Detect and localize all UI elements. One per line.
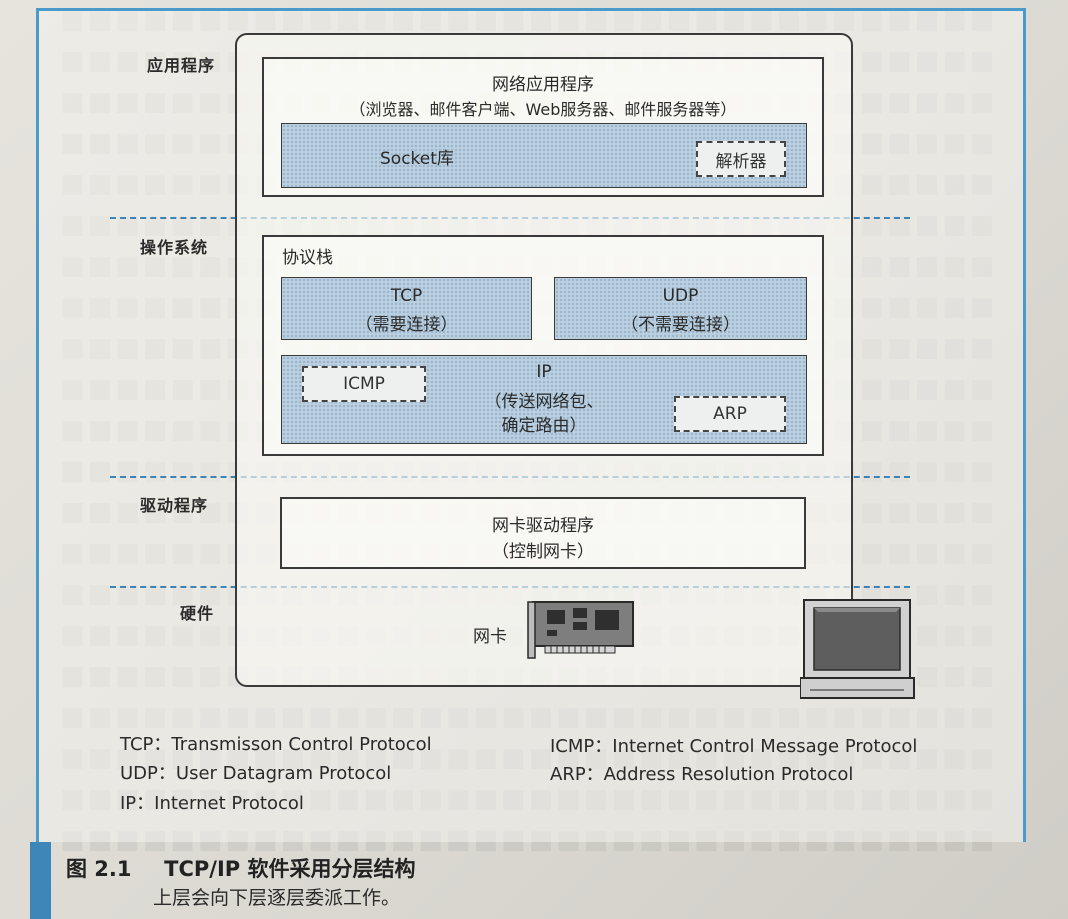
legend-icmp: ICMP：Internet Control Message Protocol (550, 736, 918, 757)
udp-desc: （不需要连接） (621, 315, 740, 335)
ip-box: IP （传送网络包、 确定路由） ICMP ARP (281, 355, 807, 444)
ip-name: IP (536, 362, 552, 382)
ip-desc-line2: 确定路由） (501, 416, 587, 436)
legend-udp: UDP：User Datagram Protocol (120, 763, 392, 784)
monitor-icon (800, 599, 915, 699)
tcp-name: TCP (390, 286, 423, 306)
nic-driver-box: 网卡驱动程序 （控制网卡） (280, 497, 806, 569)
icmp-box: ICMP (302, 366, 426, 402)
socket-library-label: Socket库 (380, 149, 454, 169)
network-card-icon (527, 601, 634, 659)
nic-driver-title: 网卡驱动程序 (492, 516, 594, 536)
layer-label-application: 应用程序 (147, 56, 216, 75)
protocol-stack-title: 协议栈 (282, 248, 333, 268)
nic-driver-desc: （控制网卡） (492, 542, 594, 562)
legend-ip: IP：Internet Protocol (120, 793, 304, 814)
udp-box: UDP （不需要连接） (554, 277, 807, 340)
legend-tcp: TCP：Transmisson Control Protocol (120, 734, 432, 755)
arp-box: ARP (674, 396, 786, 432)
udp-name: UDP (662, 286, 699, 306)
figure-caption-title: 图 2.1 TCP/IP 软件采用分层结构 (66, 853, 415, 883)
legend-arp: ARP：Address Resolution Protocol (550, 764, 854, 785)
layer-label-driver: 驱动程序 (140, 496, 209, 515)
application-box: 网络应用程序 （浏览器、邮件客户端、Web服务器、邮件服务器等） Socket库… (262, 57, 824, 197)
tcp-desc: （需要连接） (355, 315, 458, 335)
application-subtitle: （浏览器、邮件客户端、Web服务器、邮件服务器等） (349, 100, 737, 119)
resolver-box: 解析器 (696, 141, 786, 177)
layer-label-hardware: 硬件 (180, 604, 215, 623)
figure-title: TCP/IP 软件采用分层结构 (164, 857, 416, 881)
ip-desc-line1: （传送网络包、 (484, 392, 604, 412)
socket-library-box: Socket库 解析器 (281, 123, 807, 188)
application-title: 网络应用程序 (492, 75, 594, 95)
figure-caption-subtitle: 上层会向下层逐层委派工作。 (153, 887, 401, 909)
figure-number: 图 2.1 (66, 857, 132, 881)
tcp-box: TCP （需要连接） (281, 277, 532, 340)
protocol-stack-box: 协议栈 TCP （需要连接） UDP （不需要连接） IP （传送网络包、 确定… (262, 235, 824, 456)
caption-accent-bar (30, 842, 51, 919)
layer-label-os: 操作系统 (140, 238, 209, 257)
nic-label: 网卡 (473, 627, 507, 647)
